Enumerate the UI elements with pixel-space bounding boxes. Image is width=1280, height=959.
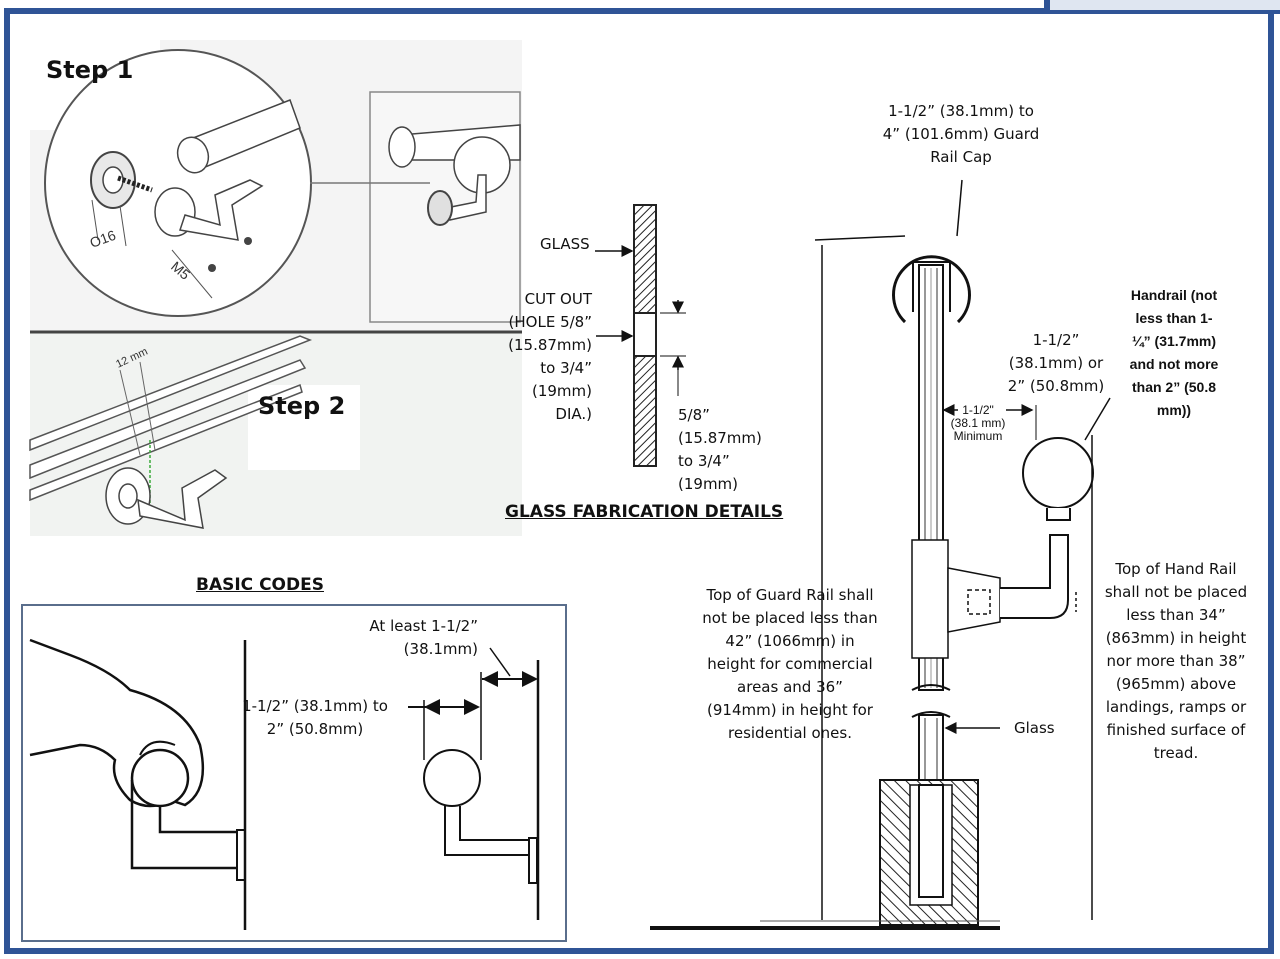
cap-line: 1-1/2” (38.1mm) to [888, 102, 1034, 120]
hand-height-line: landings, ramps or [1105, 698, 1247, 716]
cutout-line: to 3/4” [540, 359, 592, 377]
handrail-size-line: (38.1mm) or [1008, 354, 1104, 372]
guard-height-line: areas and 36” [737, 678, 843, 696]
hand-height-line: Top of Hand Rail [1115, 560, 1237, 578]
clearance-line: (38.1mm) [403, 640, 478, 658]
diameter-line: 2” (50.8mm) [266, 720, 364, 738]
handrail-line: mm)) [1156, 402, 1192, 418]
hand-height-label: Top of Hand Rail shall not be placed les… [1094, 558, 1258, 765]
hand-height-line: shall not be placed [1104, 583, 1248, 601]
step1-title: Step 1 [46, 56, 134, 84]
guard-rail-section-illustration [650, 179, 1111, 930]
basic-codes-title: BASIC CODES [196, 575, 324, 595]
hand-height-line: (965mm) above [1115, 675, 1237, 693]
handrail-line: ¼” (31.7mm) [1131, 333, 1217, 349]
depth-label: 5/8” (15.87mm) to 3/4” (19mm) [678, 404, 762, 496]
cap-label: 1-1/2” (38.1mm) to 4” (101.6mm) Guard Ra… [870, 100, 1052, 169]
min-clear-line: (38.1 mm) [950, 416, 1006, 430]
guard-height-line: (914mm) in height for [707, 701, 873, 719]
cutout-line: (19mm) [531, 382, 592, 400]
basic-codes-illustration [21, 604, 567, 942]
clearance-label: At least 1-1/2” (38.1mm) [330, 615, 478, 661]
glass-fab-illustration [595, 204, 686, 467]
cutout-line: (15.87mm) [508, 336, 592, 354]
cutout-line: CUT OUT [524, 290, 592, 308]
diameter-line: 1-1/2” (38.1mm) to [242, 697, 388, 715]
guard-height-line: not be placed less than [702, 609, 878, 627]
handrail-line: less than 1- [1135, 310, 1213, 326]
glass-label: GLASS [540, 235, 590, 253]
guard-height-label: Top of Guard Rail shall not be placed le… [690, 584, 890, 745]
clearance-line: At least 1-1/2” [369, 617, 478, 635]
cutout-line: (HOLE 5/8” [508, 313, 592, 331]
depth-line: 5/8” [678, 406, 710, 424]
hand-height-line: less than 34” [1126, 606, 1226, 624]
guard-height-line: residential ones. [728, 724, 852, 742]
handrail-label: Handrail (not less than 1- ¼” (31.7mm) a… [1110, 284, 1238, 422]
handrail-size-label: 1-1/2” (38.1mm) or 2” (50.8mm) [996, 329, 1116, 398]
min-clear-line: Minimum [953, 429, 1003, 443]
guard-height-line: 42” (1066mm) in [725, 632, 855, 650]
min-clear-line: 1-1/2" [962, 403, 994, 417]
handrail-line: than 2” (50.8 [1131, 379, 1217, 395]
guard-height-line: Top of Guard Rail shall [706, 586, 874, 604]
min-clearance-label: 1-1/2" (38.1 mm) Minimum [942, 404, 1014, 443]
handrail-size-line: 2” (50.8mm) [1007, 377, 1105, 395]
hand-height-line: finished surface of [1106, 721, 1246, 739]
hand-height-line: tread. [1153, 744, 1199, 762]
hand-height-line: (863mm) in height [1105, 629, 1247, 647]
cap-line: 4” (101.6mm) Guard [882, 125, 1040, 143]
cap-line: Rail Cap [930, 148, 992, 166]
cutout-label: CUT OUT (HOLE 5/8” (15.87mm) to 3/4” (19… [470, 288, 592, 426]
handrail-line: and not more [1129, 356, 1219, 372]
step2-title: Step 2 [258, 392, 346, 420]
hand-height-line: nor more than 38” [1106, 652, 1246, 670]
guard-height-line: height for commercial [707, 655, 873, 673]
depth-line: to 3/4” [678, 452, 730, 470]
glass-fab-title: GLASS FABRICATION DETAILS [505, 502, 784, 522]
diameter-label: 1-1/2” (38.1mm) to 2” (50.8mm) [230, 695, 400, 741]
cutout-line: DIA.) [555, 405, 592, 423]
step1-illustration [30, 40, 522, 332]
depth-line: (15.87mm) [678, 429, 762, 447]
handrail-size-line: 1-1/2” [1032, 331, 1080, 349]
step2-illustration [29, 330, 522, 536]
glass-section-label: Glass [1014, 719, 1055, 737]
handrail-line: Handrail (not [1130, 287, 1218, 303]
depth-line: (19mm) [678, 475, 739, 493]
